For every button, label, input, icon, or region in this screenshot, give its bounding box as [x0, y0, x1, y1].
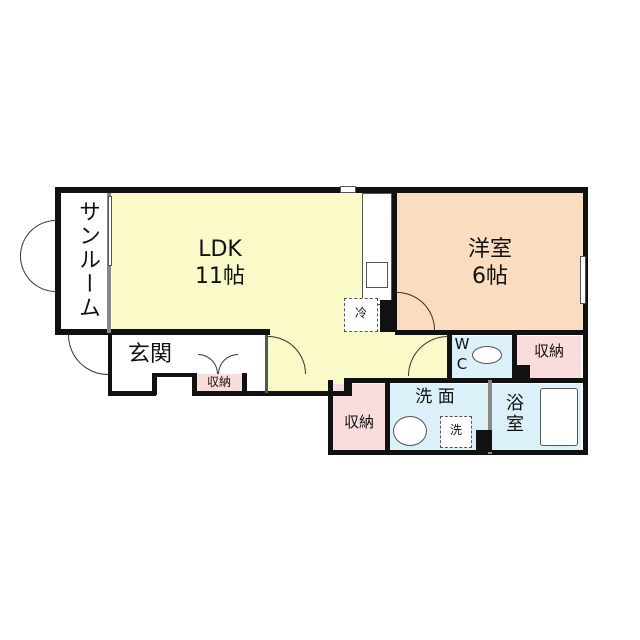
entrance-label: 玄関 [127, 342, 172, 367]
storage-entrance-label: 収納 [206, 375, 231, 389]
wall [488, 380, 492, 454]
wall [192, 391, 352, 396]
wall [380, 300, 397, 332]
wall [385, 380, 390, 454]
toilet [472, 346, 502, 364]
fridge-label: 冷 [354, 306, 367, 320]
bath-label: 浴 室 [506, 393, 524, 435]
sunroom-label: サンルーム [75, 200, 100, 320]
wall [328, 450, 588, 455]
wall [55, 187, 61, 335]
window [580, 256, 586, 304]
wall [328, 380, 333, 454]
wall [344, 378, 584, 383]
closet-door [198, 354, 218, 374]
door-swing [20, 220, 56, 256]
wall [583, 187, 588, 455]
wall [265, 335, 268, 393]
window [108, 196, 112, 266]
storage-hall-label: 収納 [343, 413, 374, 431]
door-swing [20, 256, 56, 292]
wall [512, 365, 530, 381]
ldk-size: 11帖 [195, 264, 245, 289]
fridge-space [344, 298, 378, 332]
bathtub [540, 388, 578, 446]
wall [108, 391, 156, 396]
wall [344, 378, 352, 394]
wall [192, 373, 197, 395]
wall [152, 373, 157, 395]
kitchen-sink-icon [366, 262, 388, 288]
entrance-door [68, 335, 108, 375]
washer-label: 洗 [449, 423, 462, 437]
window [340, 186, 356, 193]
wc-c: C [456, 355, 468, 373]
washbasin [393, 416, 427, 446]
wall [55, 187, 588, 193]
western-room-size: 6帖 [472, 264, 508, 289]
storage-entrance-room [196, 374, 242, 391]
wc-w: W [454, 335, 470, 353]
sunroom [60, 193, 110, 330]
ldk-label: LDK [198, 237, 242, 262]
wall [395, 330, 585, 335]
wall [447, 330, 452, 380]
wall [242, 373, 247, 395]
washroom-label: 洗 面 [415, 387, 455, 407]
closet-door [218, 354, 238, 374]
wall [392, 187, 397, 332]
kitchen [362, 193, 392, 305]
wall [152, 373, 197, 377]
storage-wc-label: 収納 [533, 342, 564, 360]
wall [55, 329, 270, 335]
wall [476, 430, 492, 452]
western-room-label: 洋室 [467, 237, 512, 262]
wall [512, 330, 517, 380]
washer-space [440, 416, 472, 448]
wall [108, 335, 112, 395]
ldk-room [112, 193, 362, 330]
